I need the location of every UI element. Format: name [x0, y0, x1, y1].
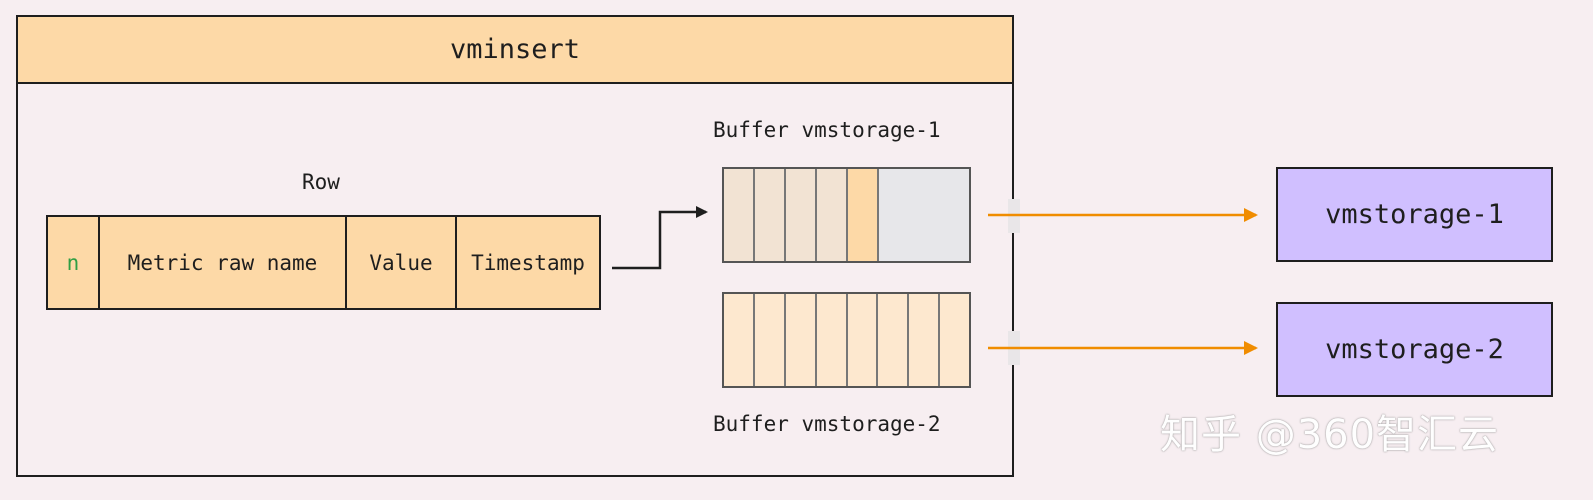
buffer-slot: [724, 169, 755, 261]
watermark: 知乎 @360智汇云: [1160, 412, 1500, 458]
buffer-slot: [755, 169, 786, 261]
row-field-value: Value: [347, 217, 457, 308]
buffer-slot: [786, 169, 817, 261]
buffer-slot: [785, 294, 817, 386]
buffer-slot: [724, 294, 755, 386]
buffer-slot: [817, 169, 848, 261]
row-table: n Metric raw name Value Timestamp: [46, 215, 601, 310]
buffer-free-space: [879, 169, 969, 261]
buffer-vmstorage-2: [722, 292, 971, 388]
buffer-slot-filled: [848, 169, 879, 261]
buffer-2-label: Buffer vmstorage-2: [713, 412, 941, 436]
row-caption: Row: [302, 170, 340, 194]
row-field-metric-name: Metric raw name: [100, 217, 347, 308]
vmstorage-2-node: vmstorage-2: [1276, 302, 1553, 397]
row-field-timestamp: Timestamp: [471, 250, 585, 275]
buffer-slot: [754, 294, 786, 386]
buffer-slot: [816, 294, 848, 386]
buffer-slot: [909, 294, 941, 386]
row-to-buffer-arrow: [612, 206, 708, 270]
buffer-vmstorage-1: [722, 167, 971, 263]
buffer-slot: [847, 294, 879, 386]
vminsert-title: vminsert: [16, 15, 1014, 84]
buffer-slot: [940, 294, 969, 386]
vmstorage-1-node: vmstorage-1: [1276, 167, 1553, 262]
buffer-1-label: Buffer vmstorage-1: [713, 118, 941, 142]
buffer-slot: [878, 294, 910, 386]
row-field-n: n: [48, 217, 100, 308]
